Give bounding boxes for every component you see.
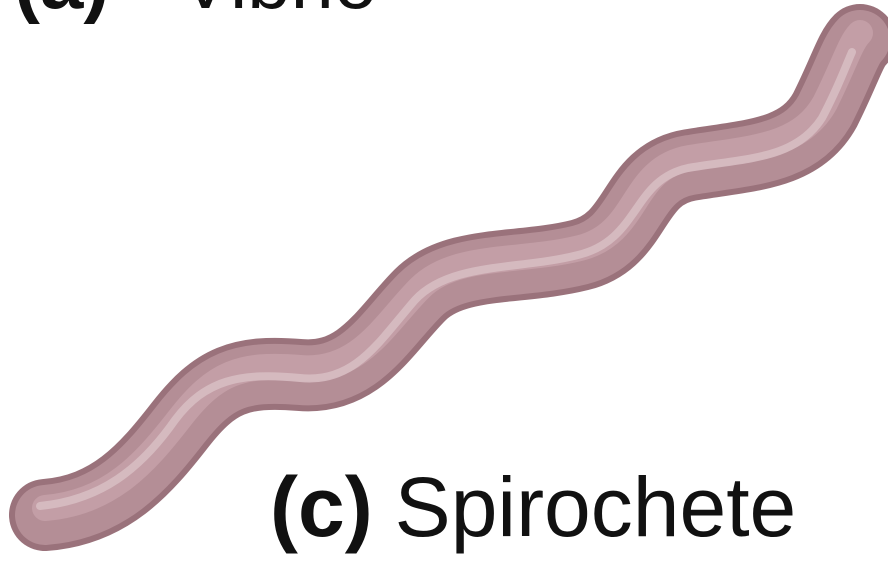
- spirochete-highlight: [40, 52, 852, 506]
- spirochete-label: (c)Spirochete: [270, 465, 796, 549]
- spirochete-label-name: Spirochete: [395, 460, 797, 554]
- spirochete-label-letter: (c): [270, 460, 373, 554]
